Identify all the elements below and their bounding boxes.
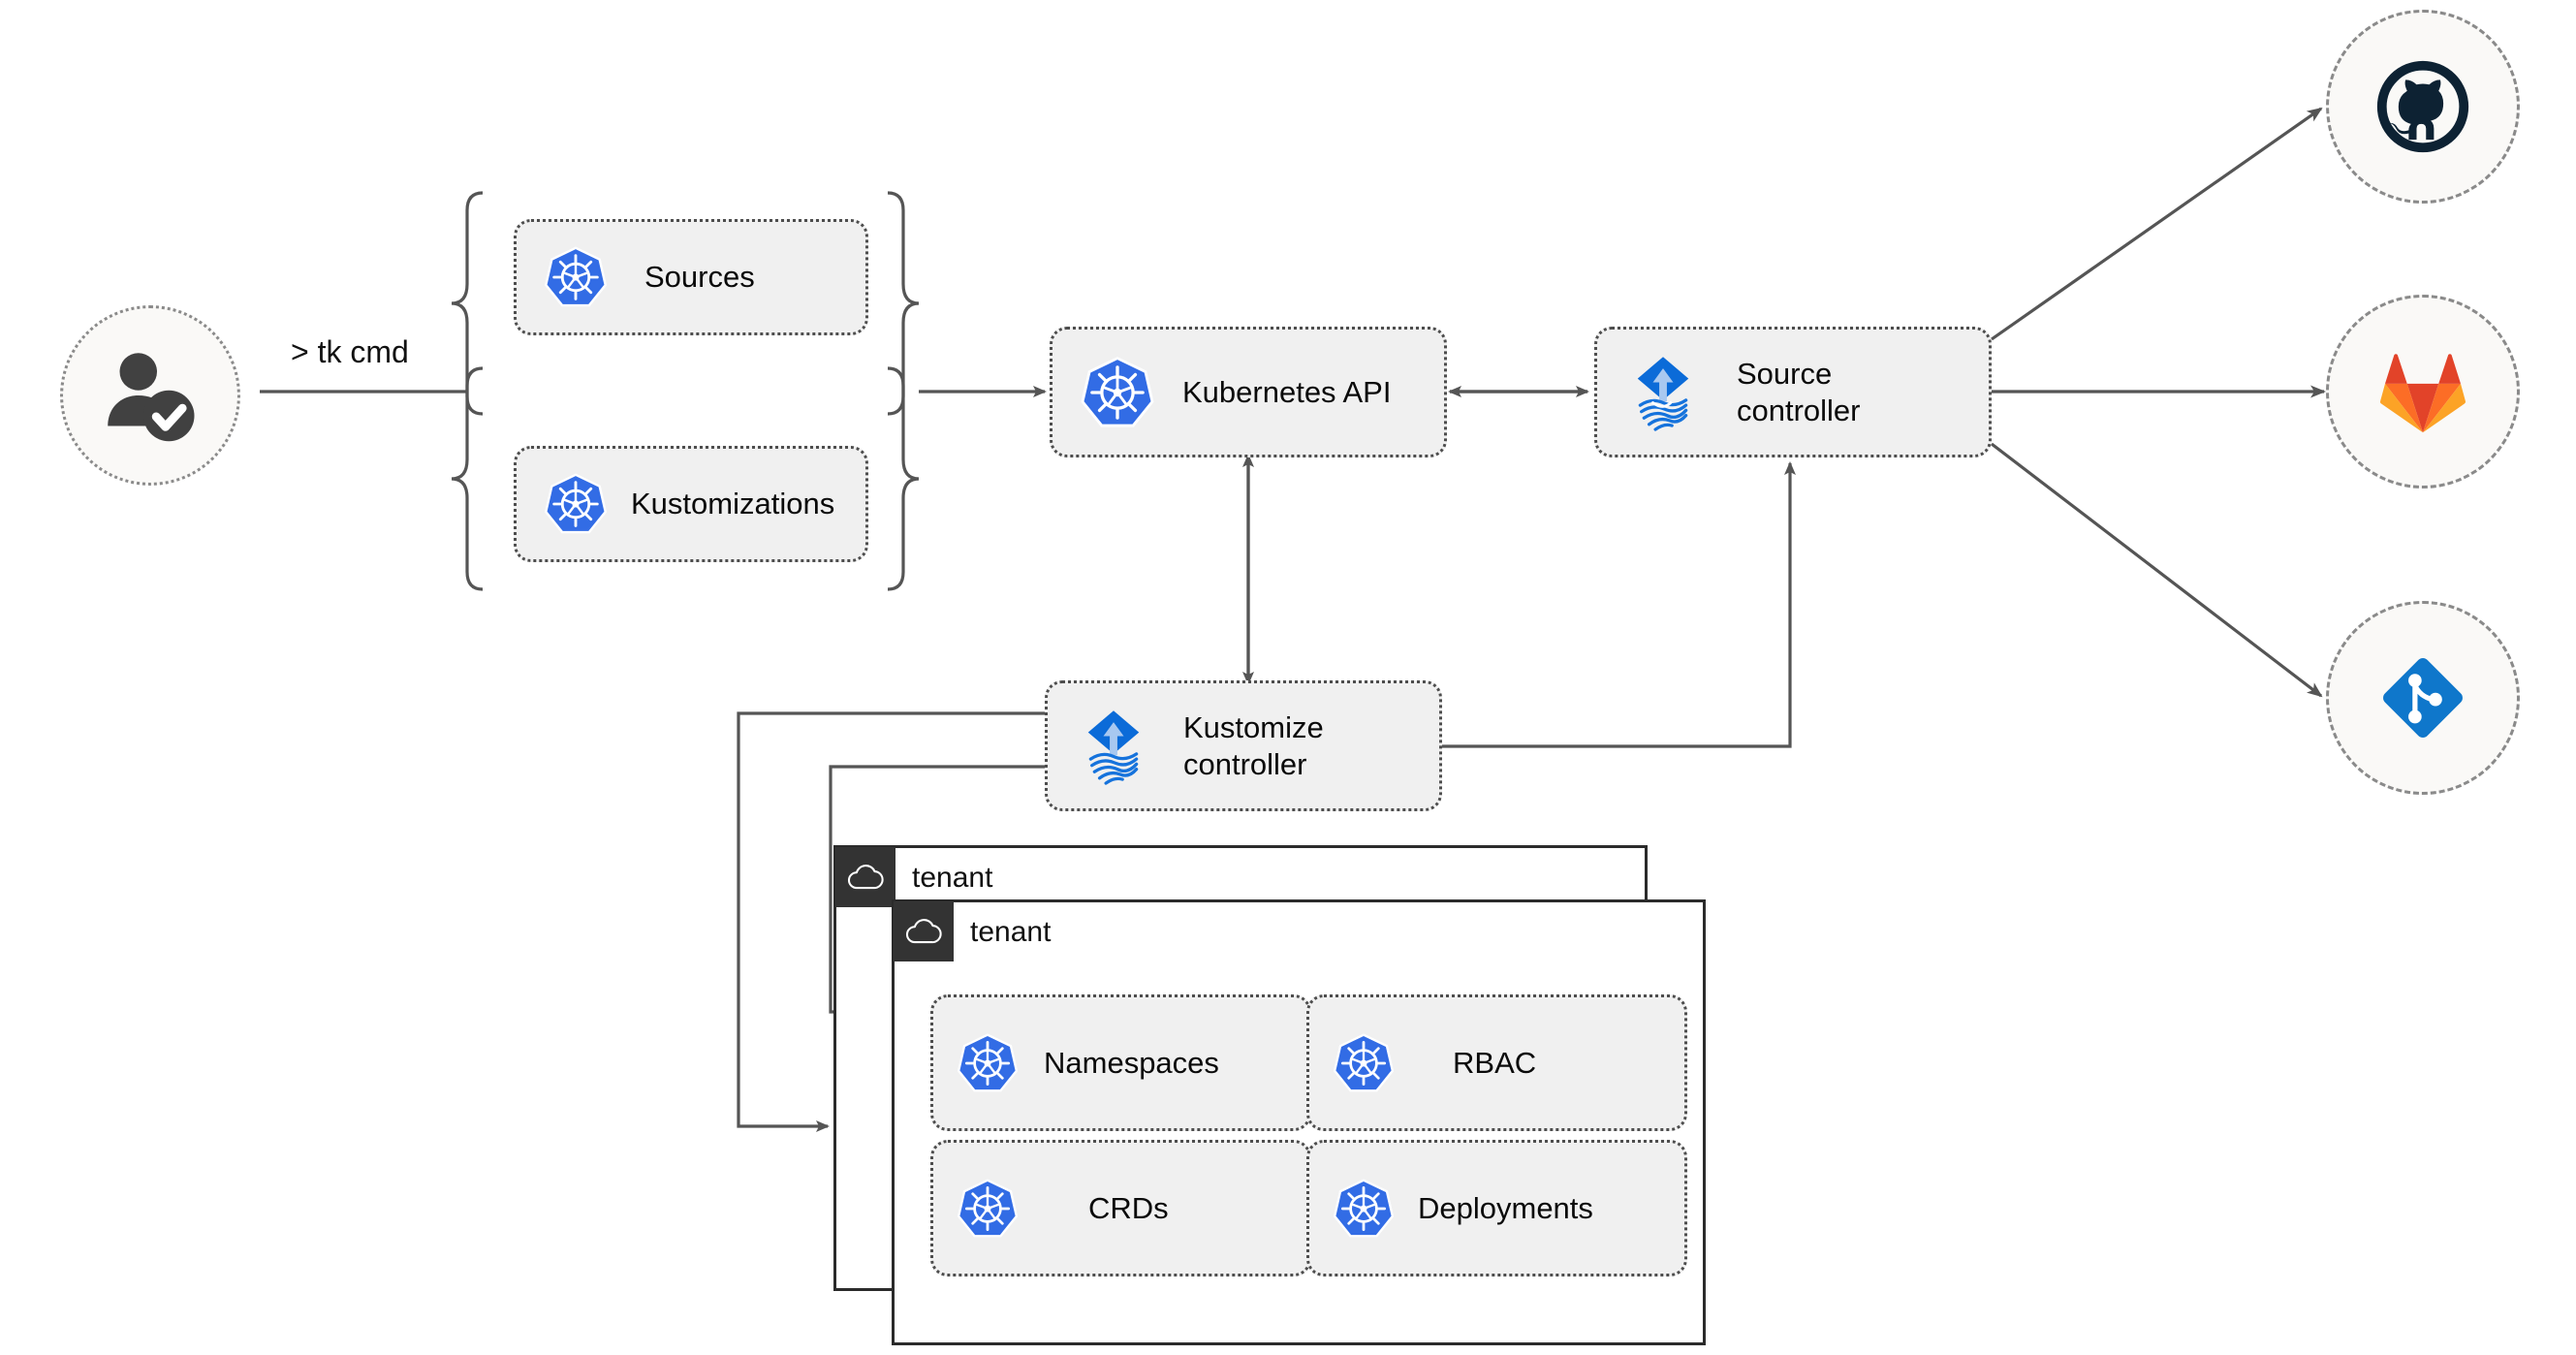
- kubernetes-icon: [542, 243, 610, 311]
- wire-source-to-github: [1991, 107, 2323, 341]
- cloud-icon: [848, 865, 884, 890]
- kubernetes-icon: [542, 470, 610, 538]
- kubernetes-api-label: Kubernetes API: [1182, 374, 1392, 409]
- repo-node-gitlab[interactable]: [2326, 295, 2520, 488]
- kubernetes-icon: [955, 1176, 1021, 1242]
- kubernetes-api-node[interactable]: Kubernetes API: [1050, 327, 1447, 457]
- resource-label-rbac: RBAC: [1453, 1045, 1537, 1080]
- repo-node-github[interactable]: [2326, 10, 2520, 204]
- brace-left-upper: [451, 191, 484, 416]
- tenant-resource-rbac[interactable]: RBAC: [1306, 994, 1687, 1131]
- tenant-header-outer: [835, 847, 895, 907]
- tenant-resource-deployments[interactable]: Deployments: [1306, 1140, 1687, 1276]
- crd-box-kustomizations[interactable]: Kustomizations: [514, 446, 868, 562]
- brace-right-upper: [887, 191, 920, 416]
- repo-node-azure-repos[interactable]: [2326, 601, 2520, 795]
- crd-label-kustomizations: Kustomizations: [631, 487, 835, 521]
- brace-left-lower: [451, 366, 484, 591]
- user-check-icon: [108, 353, 195, 442]
- github-icon: [2376, 60, 2469, 153]
- user-node: [60, 305, 240, 486]
- wire-source-to-azure: [1991, 442, 2323, 698]
- flux-icon: [1622, 352, 1704, 433]
- azure-repos-icon: [2383, 658, 2463, 738]
- resource-label-deployments: Deployments: [1418, 1190, 1593, 1225]
- kubernetes-icon: [1331, 1030, 1397, 1096]
- cloud-icon: [906, 919, 942, 944]
- crd-box-sources[interactable]: Sources: [514, 219, 868, 335]
- tenant-label-outer: tenant: [912, 862, 993, 894]
- wire-kustomize-to-source: [1438, 461, 1796, 748]
- command-label: > tk cmd: [291, 334, 409, 369]
- tenant-resource-crds[interactable]: CRDs: [930, 1140, 1311, 1276]
- tenant-panel-inner[interactable]: tenant: [892, 899, 1706, 1345]
- flux-icon: [1073, 706, 1154, 787]
- kubernetes-icon: [1078, 353, 1157, 432]
- crd-label-sources: Sources: [644, 260, 755, 295]
- brace-right-lower: [887, 366, 920, 591]
- tenant-resource-namespaces[interactable]: Namespaces: [930, 994, 1311, 1131]
- kubernetes-icon: [1331, 1176, 1397, 1242]
- gitlab-icon: [2380, 354, 2466, 433]
- resource-label-crds: CRDs: [1088, 1190, 1169, 1225]
- tenant-header-inner: [894, 901, 954, 961]
- tenant-label-inner: tenant: [970, 916, 1052, 948]
- resource-label-namespaces: Namespaces: [1044, 1045, 1219, 1080]
- kubernetes-icon: [955, 1030, 1021, 1096]
